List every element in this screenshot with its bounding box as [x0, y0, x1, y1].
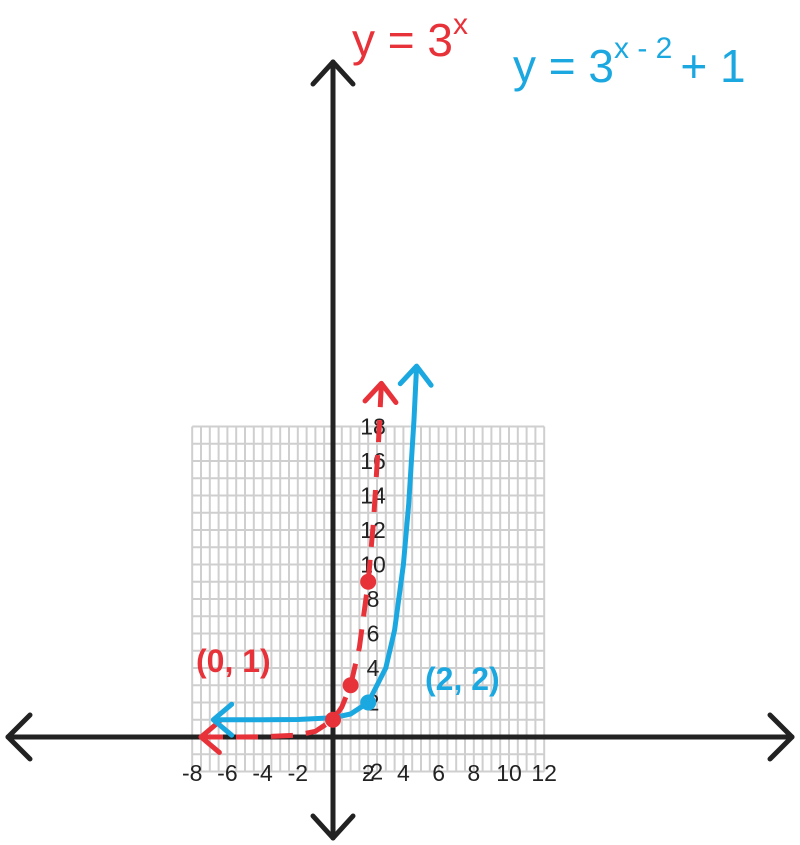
x-tick-label: 4	[397, 760, 410, 786]
x-axis-left-arrow	[5, 712, 33, 762]
series-label-red: y = 3x	[352, 8, 468, 66]
data-point	[360, 573, 377, 590]
x-tick-label: -6	[217, 760, 237, 786]
series-labels: y = 3xy = 3x - 2+ 1(0, 1)(2, 2)	[196, 8, 746, 697]
x-tick-label: -2	[288, 760, 308, 786]
y-tick-label: 16	[360, 448, 386, 474]
x-tick-label: 8	[467, 760, 480, 786]
x-tick-label: -4	[252, 760, 273, 786]
x-tick-label: 12	[531, 760, 557, 786]
series-line	[213, 365, 420, 723]
series-label-blue-tail: + 1	[680, 40, 745, 92]
y-axis-up-arrow	[310, 59, 356, 87]
points	[325, 573, 377, 728]
data-point	[342, 677, 359, 694]
curves	[198, 363, 434, 755]
y-tick-label: 6	[367, 621, 380, 647]
grid	[191, 425, 546, 773]
x-tick-label: 2	[362, 760, 375, 786]
point-annotation-red: (0, 1)	[196, 643, 271, 679]
y-axis-down-arrow	[310, 813, 356, 841]
y-tick-label: 10	[360, 552, 386, 578]
y-tick-label: 18	[360, 414, 386, 440]
series-label-blue: y = 3x - 2+ 1	[513, 32, 746, 92]
series-line	[201, 383, 384, 740]
point-annotation-blue: (2, 2)	[425, 661, 500, 697]
x-tick-label: 6	[432, 760, 445, 786]
series-label-red-base: y = 3	[352, 14, 453, 66]
y-tick-label: 8	[367, 586, 380, 612]
data-point	[325, 711, 341, 728]
x-axis-right-arrow	[767, 712, 795, 762]
series-arrowhead	[210, 701, 235, 738]
series-arrowhead	[397, 363, 434, 388]
y-tick-label: -2	[363, 759, 383, 785]
series-arrowhead	[198, 719, 222, 755]
data-point	[360, 694, 377, 711]
series-arrowhead	[362, 380, 399, 405]
series-label-red-exponent: x	[453, 8, 468, 41]
series-label-blue-exponent: x - 2	[614, 32, 672, 65]
x-tick-label: -8	[182, 760, 202, 786]
series-label-blue-base: y = 3	[513, 40, 614, 92]
x-tick-label: 10	[496, 760, 522, 786]
y-tick-label: 4	[367, 655, 380, 681]
axes	[5, 59, 795, 841]
